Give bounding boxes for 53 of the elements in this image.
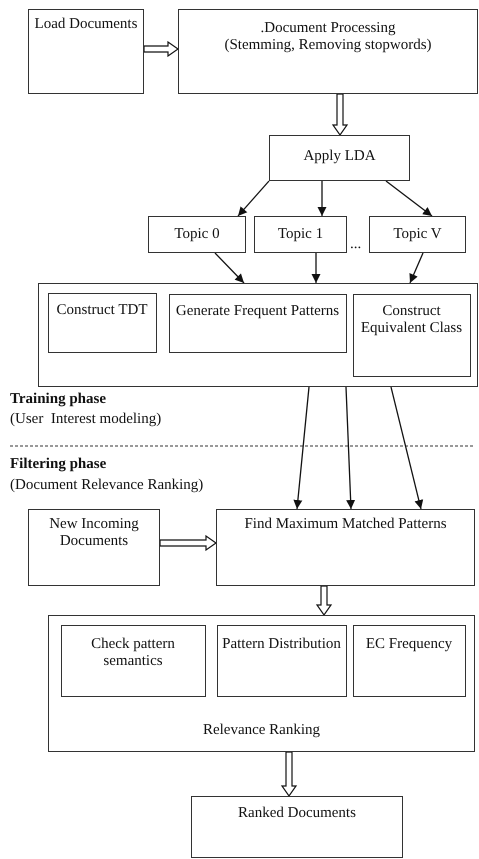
- node-label: .Document Processing: [260, 20, 396, 38]
- phase-heading: Filtering phase: [10, 456, 106, 472]
- node-label: (Stemming, Removing stopwords): [223, 37, 433, 54]
- arrow: [316, 585, 332, 616]
- node-label: Construct Equivalent Class: [360, 302, 464, 337]
- process-box: [28, 509, 160, 586]
- phase-heading: Training phase: [10, 391, 106, 408]
- arrow: [214, 252, 244, 284]
- node-label: Load Documents: [34, 16, 138, 34]
- node-label: Ranked Documents: [237, 805, 357, 822]
- arrow: [312, 253, 320, 283]
- node-label: Topic 0: [173, 226, 221, 244]
- node-label: EC Frequency: [364, 636, 454, 653]
- arrow: [409, 252, 424, 284]
- arrow: [345, 386, 356, 510]
- node-label: Topic V: [392, 226, 443, 244]
- node-label: Find Maximum Matched Patterns: [243, 516, 448, 534]
- node-label: Construct TDT: [56, 302, 148, 319]
- process-box: [148, 216, 246, 253]
- process-box: [352, 624, 466, 696]
- process-box: [191, 796, 403, 858]
- node-label: New Incoming Documents: [48, 516, 140, 550]
- process-box: [48, 615, 475, 752]
- arrow: [280, 751, 298, 798]
- process-box: [60, 624, 206, 696]
- process-box: [352, 294, 470, 376]
- arrow: [238, 180, 270, 216]
- arrow: [332, 93, 348, 136]
- node-label: Pattern Distribution: [221, 636, 342, 653]
- arrow: [159, 534, 218, 552]
- arrow: [386, 180, 432, 217]
- node-label: Topic 1: [276, 226, 324, 244]
- phase-note: (User Interest modeling): [10, 411, 162, 428]
- arrow: [390, 386, 424, 510]
- node-label: Check pattern semantics: [90, 636, 176, 670]
- arrow: [143, 40, 180, 58]
- ellipsis-label: ...: [350, 236, 362, 252]
- node-label: Relevance Ranking: [202, 722, 322, 740]
- box-group: [38, 283, 478, 387]
- process-box: [254, 216, 347, 253]
- process-box: [369, 216, 466, 253]
- process-box: [178, 9, 478, 94]
- process-box: [28, 9, 144, 94]
- process-box: [216, 624, 346, 696]
- node-label: Generate Frequent Patterns: [174, 302, 340, 320]
- process-box: [269, 135, 410, 181]
- process-box: [216, 509, 475, 586]
- node-label: Apply LDA: [302, 148, 377, 166]
- arrow: [293, 386, 310, 510]
- process-box: [168, 294, 346, 352]
- phase-note: (Document Relevance Ranking): [10, 477, 204, 494]
- process-box: [48, 292, 156, 352]
- arrow: [318, 181, 326, 216]
